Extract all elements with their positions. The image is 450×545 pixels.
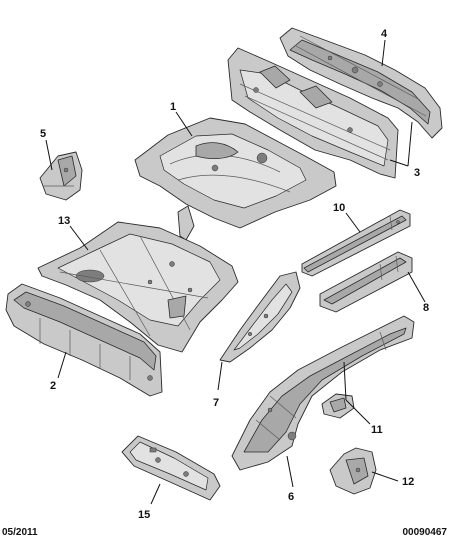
part-5-bracket	[39, 151, 83, 201]
callout-2: 2	[50, 380, 56, 392]
callout-7: 7	[213, 397, 219, 409]
leader-4	[381, 39, 386, 67]
callout-15: 15	[138, 509, 150, 521]
leader-10	[345, 212, 361, 233]
part-4-rear-crossmember	[279, 27, 443, 139]
callout-10: 10	[333, 202, 345, 214]
part-1-rear-floor-pan	[134, 117, 337, 241]
part-8-reinforcement	[319, 251, 413, 313]
callout-3: 3	[414, 167, 420, 179]
leader-8	[407, 271, 426, 303]
part-13-floor-section	[37, 221, 239, 353]
callout-13: 13	[58, 215, 70, 227]
part-12-corner-bracket	[329, 447, 377, 495]
footer-reference-number: 00090467	[402, 527, 448, 538]
leader-11	[345, 399, 371, 425]
callout-11: 11	[371, 424, 383, 436]
leader-13	[69, 225, 89, 251]
part-15-plate	[121, 435, 221, 501]
callout-5: 5	[40, 128, 46, 140]
leader-2	[57, 351, 67, 379]
part-7-side-panel	[219, 271, 301, 363]
leader-1	[175, 111, 193, 137]
leader-12	[371, 471, 399, 482]
callout-6: 6	[288, 491, 294, 503]
callout-8: 8	[423, 302, 429, 314]
part-3-rear-panel	[227, 47, 399, 179]
callout-1: 1	[170, 101, 176, 113]
leader-5	[45, 139, 53, 171]
callout-12: 12	[402, 476, 414, 488]
leader-6	[286, 455, 294, 488]
part-11-bracket	[321, 393, 355, 419]
part-10-rail	[301, 209, 411, 277]
leader-11b	[343, 361, 347, 401]
callout-labels: 1 4 3 5 13 2 10 8 7 6 11 12 15	[40, 28, 429, 521]
footer-date: 05/2011	[2, 527, 38, 538]
leader-3a	[389, 159, 409, 167]
part-2-lower-crossmember	[5, 283, 163, 397]
callout-4: 4	[381, 28, 388, 40]
leader-3b	[407, 121, 413, 167]
leader-lines	[45, 39, 426, 505]
part-6-side-member	[231, 315, 415, 471]
leader-7	[217, 361, 223, 391]
leader-15	[150, 483, 161, 505]
